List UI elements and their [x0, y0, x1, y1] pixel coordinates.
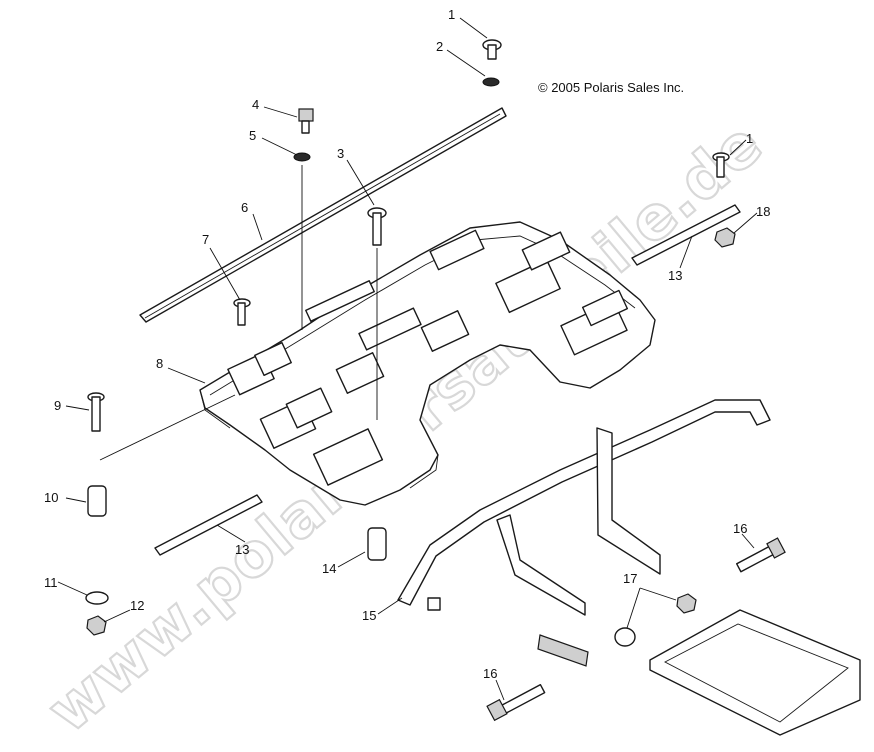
nut-17	[676, 593, 697, 614]
callout-16-bottom: 16	[483, 666, 497, 681]
rear-rack	[199, 221, 656, 506]
callout-7: 7	[202, 232, 209, 247]
callout-13-left: 13	[235, 542, 249, 557]
spacer-10	[87, 485, 107, 517]
washer-11	[85, 591, 109, 605]
rack-strip-6	[139, 107, 507, 323]
spacer-14	[367, 527, 387, 561]
callout-9: 9	[54, 398, 61, 413]
callout-8: 8	[156, 356, 163, 371]
callout-2: 2	[436, 39, 443, 54]
rack-pockets	[227, 229, 629, 486]
callout-14: 14	[322, 561, 336, 576]
callout-6: 6	[241, 200, 248, 215]
callout-12: 12	[130, 598, 144, 613]
callout-3: 3	[337, 146, 344, 161]
bolt-3	[367, 207, 387, 246]
callout-13-right: 13	[668, 268, 682, 283]
copyright-text: © 2005 Polaris Sales Inc.	[538, 80, 684, 95]
callout-labels: 1 2 4 5 3 6 7 8 9 10 11 12 13 13 14 15 1…	[44, 7, 770, 681]
bolt-1-right	[712, 152, 730, 178]
bolt-7	[233, 298, 251, 326]
callout-11: 11	[44, 575, 58, 590]
callout-1-top: 1	[448, 7, 455, 22]
callout-5: 5	[249, 128, 256, 143]
callout-17: 17	[623, 571, 637, 586]
callout-16-right: 16	[733, 521, 747, 536]
nut-12	[86, 615, 107, 636]
callout-4: 4	[252, 97, 259, 112]
support-frame-15	[397, 399, 771, 616]
bracket-plate	[537, 634, 589, 667]
callout-1-right: 1	[746, 131, 753, 146]
bolt-16-bottom	[486, 683, 546, 722]
washer-2	[482, 77, 500, 87]
callout-15: 15	[362, 608, 376, 623]
bolt-4	[298, 108, 314, 134]
strip-13-right	[631, 204, 741, 266]
callout-18: 18	[756, 204, 770, 219]
callout-10: 10	[44, 490, 58, 505]
bushing-17	[614, 627, 636, 647]
nut-18	[714, 227, 736, 248]
washer-5	[293, 152, 311, 162]
bolt-1-top	[482, 39, 502, 60]
bolt-16-right	[735, 537, 786, 573]
rack-carrier	[649, 609, 861, 736]
strip-13-left	[154, 494, 263, 556]
bolt-9	[87, 392, 105, 432]
leader-lines	[57, 17, 758, 701]
